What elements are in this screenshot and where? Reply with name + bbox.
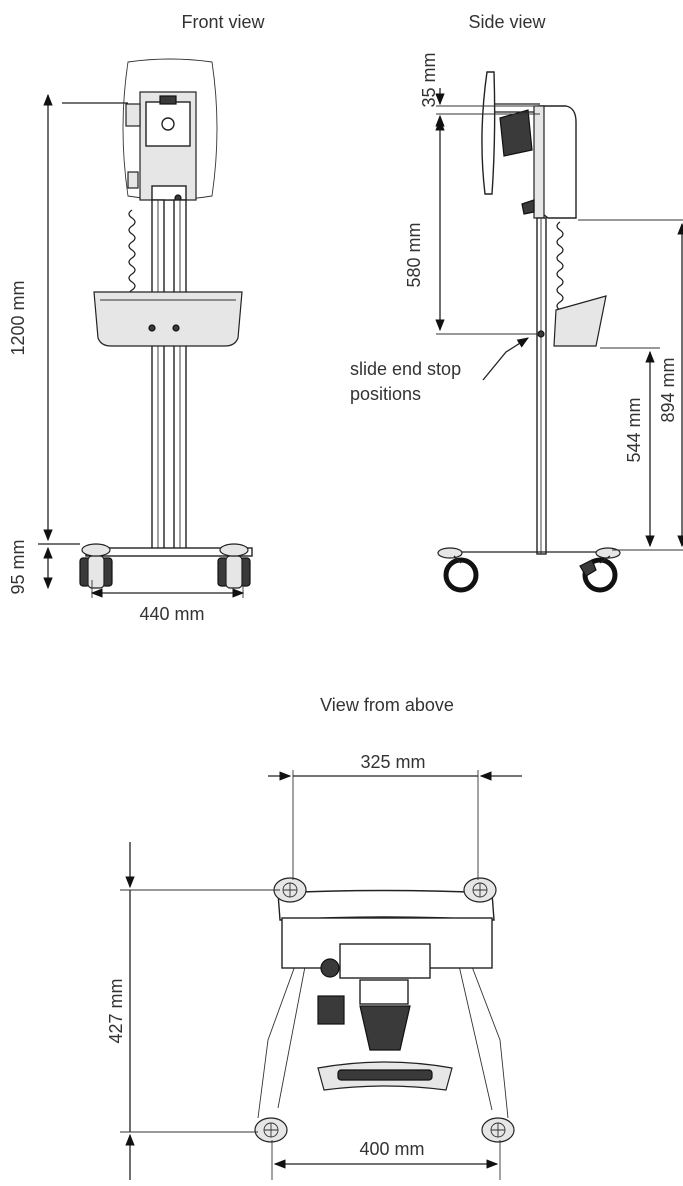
- side-offset-label: 35 mm: [419, 52, 439, 107]
- side-shelf-height-label: 894 mm: [658, 357, 678, 422]
- caster-front-left: [254, 1117, 288, 1143]
- front-view-title: Front view: [181, 12, 265, 32]
- side-tray: [553, 295, 607, 347]
- front-width-label: 440 mm: [139, 604, 204, 624]
- above-view-drawing: [120, 770, 522, 1180]
- callout-line-2: positions: [350, 384, 421, 404]
- side-view-title: Side view: [468, 12, 546, 32]
- tilt-mount: [499, 109, 533, 157]
- top-rear-width-label: 325 mm: [360, 752, 425, 772]
- cable-clip-lower: [127, 171, 139, 189]
- top-mount-box: [339, 943, 431, 979]
- top-cable-clip: [317, 995, 345, 1025]
- side-slide-travel-label: 580 mm: [404, 222, 424, 287]
- side-housing: [537, 105, 577, 219]
- front-view-drawing: [38, 58, 253, 598]
- end-stop-right: [172, 324, 180, 332]
- top-front-width-label: 400 mm: [359, 1139, 424, 1159]
- mount-latch: [159, 95, 177, 105]
- side-tray-height-label: 544 mm: [624, 397, 644, 462]
- front-wheel-left: [79, 543, 113, 589]
- top-tilt-mount: [359, 1005, 411, 1051]
- front-wheel-right: [217, 543, 251, 589]
- coiled-cable: [128, 209, 136, 299]
- caster-rear-right: [463, 877, 497, 903]
- mount-knob: [161, 117, 175, 131]
- cable-clip-upper: [125, 103, 141, 127]
- callout-line-1: slide end stop: [350, 359, 461, 379]
- side-slide-rail: [533, 105, 545, 219]
- end-stop-left: [148, 324, 156, 332]
- side-view-drawing: [435, 71, 683, 593]
- side-monitor: [481, 71, 496, 195]
- side-handle: [521, 199, 535, 215]
- front-shelf: [93, 291, 243, 347]
- end-stop-callout-leader: [482, 337, 529, 381]
- side-coiled-cable: [556, 221, 564, 311]
- top-shelf-front: [277, 889, 495, 921]
- top-depth-label: 427 mm: [106, 978, 126, 1043]
- monitor-outline: [122, 58, 218, 200]
- side-column: [536, 217, 547, 555]
- side-base-foot-left: [437, 547, 463, 559]
- above-view-title: View from above: [320, 695, 454, 715]
- side-wheel-left: [443, 557, 479, 593]
- caster-front-right: [481, 1117, 515, 1143]
- front-height-label: 1200 mm: [8, 280, 28, 355]
- front-base-height-label: 95 mm: [8, 539, 28, 594]
- top-mount-plate: [359, 979, 409, 1005]
- side-base-foot-right: [595, 547, 621, 559]
- top-knob: [320, 958, 340, 978]
